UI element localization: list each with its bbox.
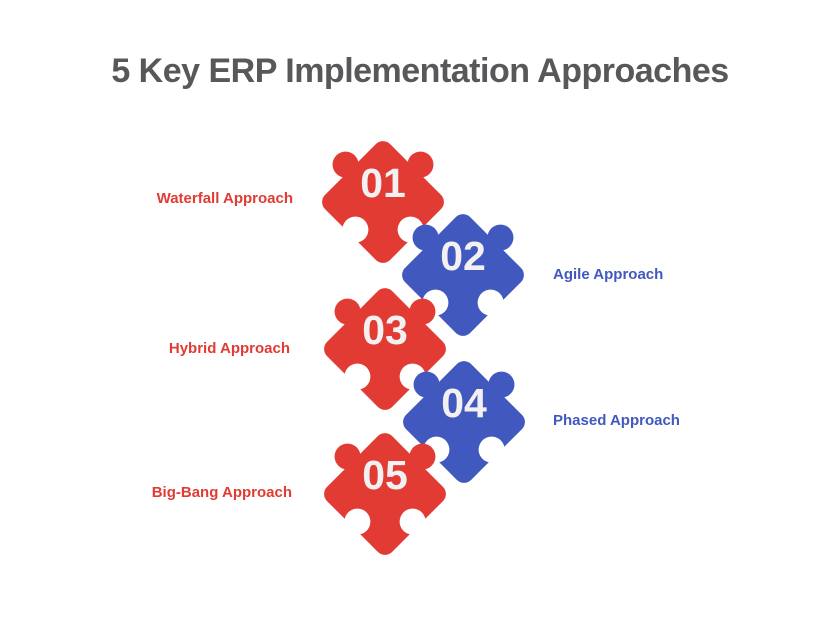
- puzzle-piece-01: 01: [303, 122, 463, 282]
- piece-number: 05: [362, 452, 408, 498]
- piece-number: 03: [362, 307, 408, 353]
- puzzle-piece-03: 03: [305, 269, 465, 429]
- piece-number: 02: [440, 233, 486, 279]
- page-title: 5 Key ERP Implementation Approaches: [111, 52, 729, 90]
- puzzle-piece-icon: [324, 288, 446, 410]
- piece-number: 04: [441, 380, 487, 426]
- puzzle-piece-icon: [403, 361, 525, 483]
- label-big-bang-approach: Big-Bang Approach: [151, 484, 292, 501]
- label-waterfall-approach: Waterfall Approach: [156, 190, 293, 207]
- puzzle-piece-icon: [324, 433, 446, 555]
- puzzle-piece-05: 05: [305, 414, 465, 574]
- label-hybrid-approach: Hybrid Approach: [168, 340, 290, 357]
- puzzle-piece-icon: [322, 141, 444, 263]
- piece-number: 01: [360, 160, 406, 206]
- puzzle-piece-04: 04: [384, 342, 544, 502]
- puzzle-piece-02: 02: [383, 195, 543, 355]
- label-agile-approach: Agile Approach: [553, 266, 664, 283]
- puzzle-piece-icon: [402, 214, 524, 336]
- label-phased-approach: Phased Approach: [553, 412, 680, 429]
